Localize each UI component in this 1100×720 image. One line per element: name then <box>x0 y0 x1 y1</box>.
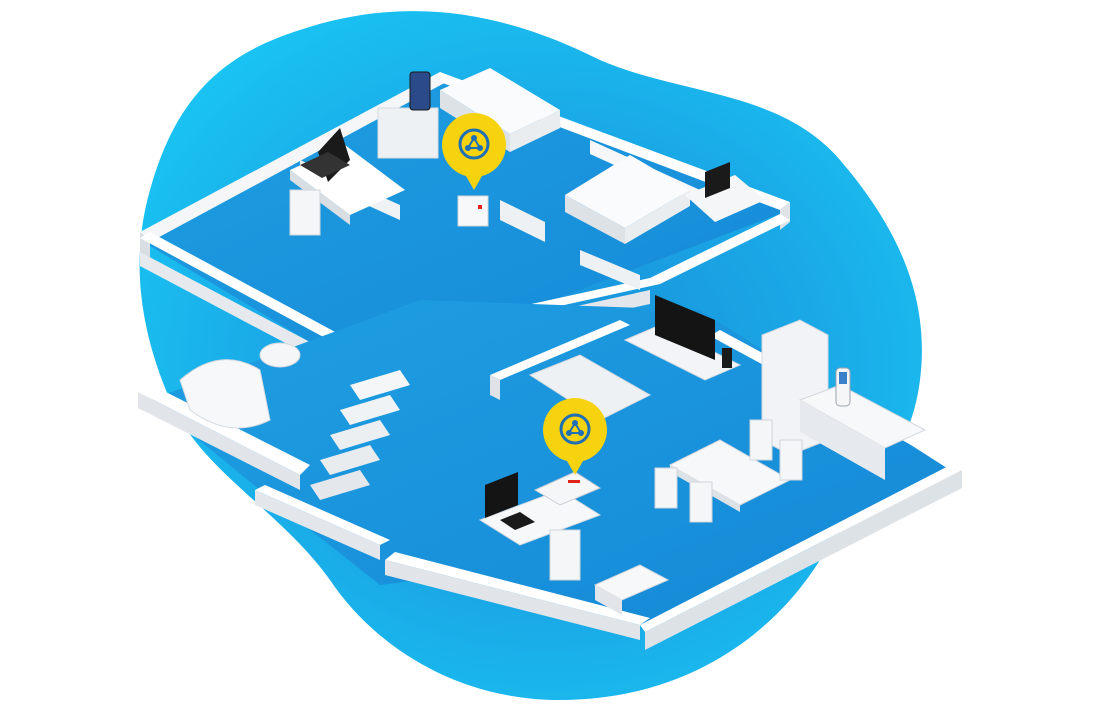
dining-chair-4 <box>779 439 803 481</box>
upper-wall-back-left <box>140 72 450 242</box>
upper-partition-lower <box>580 250 640 290</box>
tv-stand <box>623 324 742 381</box>
office-monitor <box>485 472 518 518</box>
bed-top-1 <box>440 68 560 134</box>
dining-chair-2 <box>689 481 713 523</box>
chair-upper <box>289 189 321 236</box>
lower-floor <box>138 300 962 650</box>
staircase <box>310 370 410 500</box>
dresser <box>685 175 765 222</box>
lower-wall-right <box>640 460 962 632</box>
upper-wall-front-top <box>140 232 350 346</box>
wireless-router <box>533 471 602 506</box>
mesh-network-icon-lower <box>559 413 591 445</box>
lower-wall-left-face <box>138 392 300 490</box>
bed-top-2 <box>565 155 690 228</box>
mesh-network-icon <box>458 128 490 160</box>
office-chair <box>549 529 581 581</box>
lower-wall-right-face <box>645 470 962 650</box>
lower-wall-left <box>138 384 310 475</box>
bathtub <box>179 359 271 429</box>
kitchen-counter <box>798 384 927 449</box>
television <box>655 295 715 360</box>
cordless-phone-screen <box>839 372 847 384</box>
mesh-pin-upper-shape <box>442 113 506 190</box>
lower-wall-front-face <box>385 560 640 640</box>
dining-chair-1 <box>654 467 678 509</box>
lower-wall-front <box>385 552 650 625</box>
office-laptop <box>500 512 535 530</box>
bed-front-2 <box>625 190 690 244</box>
office-desk <box>478 489 602 546</box>
lower-furniture <box>179 295 927 615</box>
mesh-pin-lower <box>543 398 607 475</box>
upper-partition-center <box>500 200 545 242</box>
monitor-upper <box>705 162 730 198</box>
nightstand <box>377 107 439 159</box>
upper-furniture <box>289 68 765 244</box>
lower-wall-bottom-left-face <box>255 490 380 560</box>
upper-wall-right-diag <box>650 214 790 284</box>
dining-chair-3 <box>749 419 773 461</box>
tablet <box>409 71 431 111</box>
kitchen-counter-face <box>800 400 885 480</box>
storage-box-face <box>595 585 622 615</box>
mesh-pin-upper <box>442 113 506 190</box>
laptop-base <box>300 152 350 178</box>
mesh-pin-lower-shape <box>543 398 607 475</box>
bed-front-1 <box>510 110 560 152</box>
toilet <box>259 342 301 368</box>
upper-wall-front <box>140 252 340 372</box>
bed-side-2 <box>565 195 625 244</box>
lower-wall-bottom-left <box>255 485 390 545</box>
media-box <box>722 348 732 368</box>
lower-partition-living <box>490 320 630 380</box>
lower-partition-living-face <box>490 375 500 400</box>
mesh-repeater-upper <box>457 195 489 227</box>
mesh-repeater-led <box>478 205 482 209</box>
router-led <box>568 480 580 483</box>
